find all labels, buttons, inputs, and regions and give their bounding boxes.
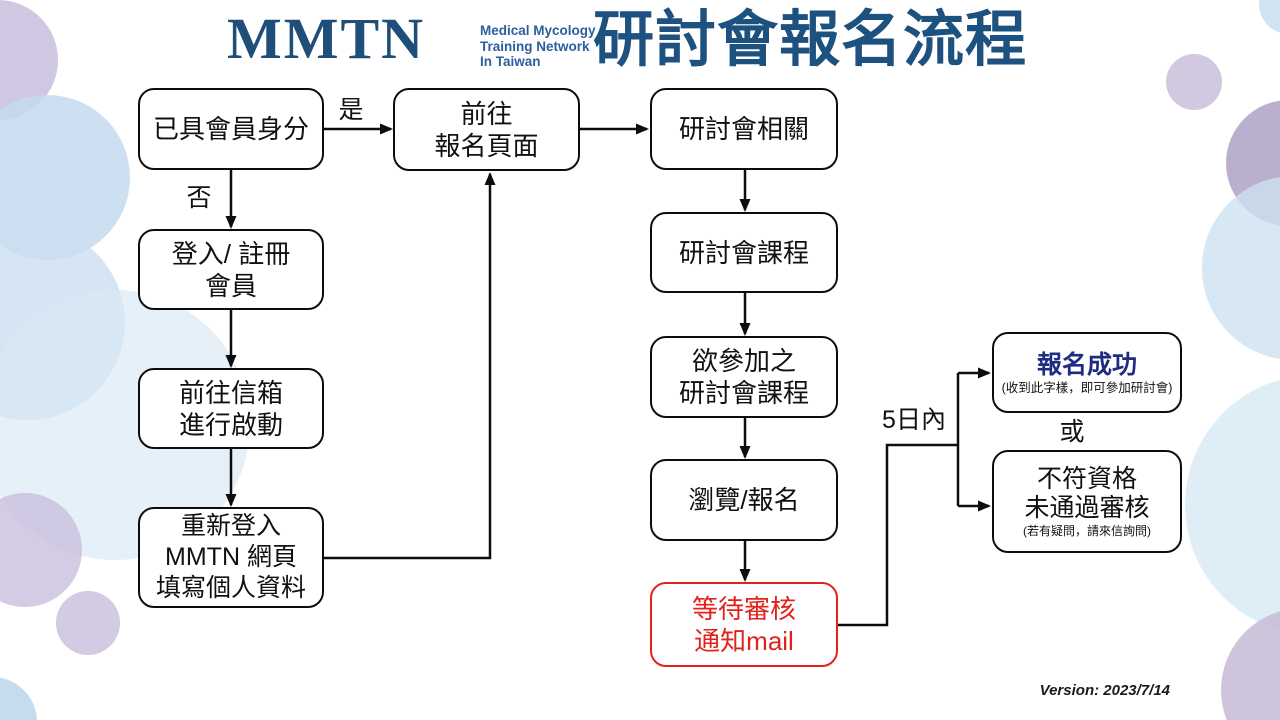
node-success: 報名成功 (收到此字樣，即可參加研討會) (992, 332, 1182, 413)
node-goto-registration: 前往 報名頁面 (393, 88, 580, 171)
edge-label-or: 或 (1059, 418, 1085, 446)
node-desired-courses: 欲參加之 研討會課程 (650, 336, 838, 418)
logo-subtitle-line: In Taiwan (480, 54, 541, 69)
node-member-check: 已具會員身分 (138, 88, 324, 170)
node-text: 欲參加之 (691, 346, 796, 376)
node-text: 研討會相關 (678, 114, 809, 144)
node-text: 已具會員身分 (152, 114, 309, 144)
edge-label-yes: 是 (338, 96, 364, 124)
node-text: 報名頁面 (434, 130, 539, 161)
logo-subtitle-line: Medical Mycology (480, 23, 596, 38)
decor-circle (56, 591, 120, 655)
node-login-register: 登入/ 註冊 會員 (138, 229, 324, 310)
node-text: 瀏覽/報名 (688, 485, 800, 515)
node-text: 填寫個人資料 (155, 574, 306, 602)
decor-circle (1166, 54, 1222, 110)
node-text: 通知mail (694, 625, 794, 656)
mmtn-logo: MMTN (227, 6, 426, 71)
node-activate-mailbox: 前往信箱 進行啟動 (138, 368, 324, 449)
page-title: 研討會報名流程 (593, 5, 1028, 73)
node-text: 會員 (204, 270, 257, 301)
node-text: 研討會課程 (678, 378, 809, 408)
node-note: (收到此字樣，即可參加研討會) (1001, 380, 1173, 395)
edge-label-within-days: 5日內 (882, 406, 946, 434)
node-note: (若有疑問，請來信詢問) (1023, 523, 1151, 538)
node-text: 登入/ 註冊 (171, 238, 291, 269)
node-text: 等待審核 (691, 593, 796, 624)
node-wait-review: 等待審核 通知mail (650, 582, 838, 667)
node-text: 前往信箱 (178, 377, 283, 408)
node-rejected: 不符資格 未通過審核 (若有疑問，請來信詢問) (992, 450, 1182, 553)
mmtn-logo-subtitle: Medical Mycology Training Network In Tai… (480, 23, 600, 70)
node-text: 研討會課程 (678, 237, 809, 268)
version-text: Version: 2023/7/14 (1039, 682, 1170, 699)
node-seminar-related: 研討會相關 (650, 88, 838, 170)
logo-subtitle-line: Training Network (480, 38, 590, 54)
node-text: 重新登入 (180, 512, 281, 540)
node-seminar-courses: 研討會課程 (650, 212, 838, 293)
edge-label-no: 否 (186, 184, 212, 212)
node-relogin-fill: 重新登入 MMTN 網頁 填寫個人資料 (138, 507, 324, 608)
node-text: 不符資格 (1036, 464, 1137, 493)
node-text: 前往 (460, 98, 513, 129)
node-text: 未通過審核 (1024, 493, 1150, 522)
node-browse-register: 瀏覽/報名 (650, 459, 838, 541)
node-text: MMTN 網頁 (165, 543, 297, 571)
node-text: 報名成功 (1036, 350, 1137, 379)
node-text: 進行啟動 (178, 409, 283, 440)
